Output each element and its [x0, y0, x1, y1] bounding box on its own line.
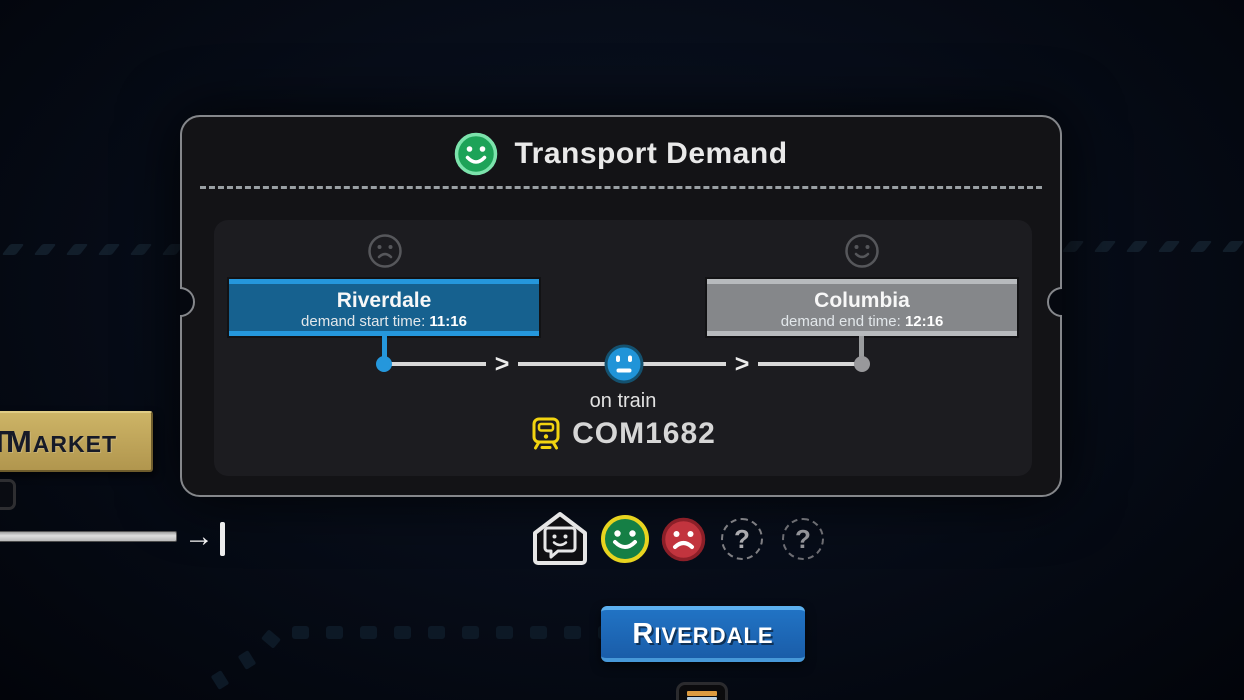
- map-track-dashes-right: [1061, 241, 1244, 252]
- destination-connector: [859, 336, 864, 360]
- track-dot: [360, 626, 377, 639]
- market-banner[interactable]: Market: [0, 411, 153, 472]
- station-banner-label: Riverdale: [632, 617, 774, 650]
- ticket-perforation: [200, 186, 1042, 189]
- arrow-right-icon: →: [184, 520, 214, 553]
- transport-demand-panel: Transport Demand Riverdale demand start …: [180, 115, 1062, 497]
- track-dot: [292, 626, 309, 639]
- happy-face-icon: [455, 132, 498, 176]
- ticket-notch-right: [1045, 287, 1062, 321]
- market-banner-label: Market: [5, 423, 118, 459]
- track-dot: [261, 629, 281, 649]
- happy-mood-button-icon[interactable]: [600, 514, 650, 564]
- track-dash: [97, 244, 121, 255]
- track-dot: [237, 650, 257, 670]
- origin-connector: [382, 336, 387, 360]
- ticket-notch-left: [180, 287, 197, 321]
- destination-time-label: demand end time: 12:16: [781, 313, 944, 330]
- track-dot: [326, 626, 343, 639]
- track-dot: [462, 626, 479, 639]
- track-dot: [428, 626, 445, 639]
- chevron-right-icon: >: [486, 348, 518, 380]
- station-message-icon[interactable]: [531, 510, 589, 568]
- track-dash: [1125, 241, 1149, 252]
- timeline-start-dot: [376, 356, 392, 372]
- timeline-end-marker: [220, 522, 225, 556]
- track-dash: [1061, 241, 1085, 252]
- track-dash: [33, 244, 57, 255]
- question-mark: ?: [734, 523, 750, 554]
- track-dash: [1189, 241, 1213, 252]
- destination-label-text: demand end time:: [780, 313, 905, 330]
- track-dot: [496, 626, 513, 639]
- depot-icon-line: [687, 697, 717, 700]
- map-track-dashes-left: [1, 244, 185, 255]
- track-dash: [1157, 241, 1181, 252]
- sad-mood-button-icon[interactable]: [661, 517, 706, 562]
- track-dash: [1093, 241, 1117, 252]
- destination-station-name: Columbia: [814, 289, 910, 312]
- track-dash: [1221, 241, 1244, 252]
- train-icon: [532, 417, 560, 450]
- track-dash: [1, 244, 25, 255]
- clipped-depot-icon: [676, 682, 728, 700]
- market-banner-clipped-letter: T: [0, 424, 9, 460]
- origin-station-name: Riverdale: [336, 289, 432, 312]
- track-dash: [129, 244, 153, 255]
- timeline-end-dot: [854, 356, 870, 372]
- origin-time-value: 11:16: [429, 313, 467, 330]
- track-dot: [210, 670, 230, 690]
- depot-icon-bar: [687, 691, 717, 696]
- origin-time-label: demand start time: 11:16: [301, 313, 467, 330]
- empty-slot-question-icon: ?: [782, 518, 824, 560]
- track-dot: [394, 626, 411, 639]
- on-train-label: on train: [589, 390, 657, 412]
- neutral-face-passenger-icon: [604, 344, 644, 384]
- demand-detail-card: Riverdale demand start time: 11:16 Colum…: [214, 220, 1032, 476]
- question-mark: ?: [795, 523, 811, 554]
- train-id-row: COM1682: [214, 417, 1032, 451]
- track-dot: [530, 626, 547, 639]
- timeline-progress-bar: [0, 531, 177, 542]
- chevron-right-icon: >: [726, 348, 758, 380]
- track-dot: [564, 626, 581, 639]
- empty-slot-question-icon: ?: [721, 518, 763, 560]
- happy-face-outline-icon: [845, 234, 879, 268]
- sad-face-outline-icon: [368, 234, 402, 268]
- destination-time-value: 12:16: [904, 313, 944, 330]
- destination-station-card[interactable]: Columbia demand end time: 12:16: [707, 279, 1017, 336]
- panel-title: Transport Demand: [514, 137, 788, 170]
- panel-header: Transport Demand: [182, 131, 1060, 177]
- station-banner-riverdale[interactable]: Riverdale: [601, 606, 805, 662]
- origin-label-text: demand start time:: [301, 313, 430, 330]
- clipped-panel-corner: [0, 479, 16, 510]
- track-dash: [65, 244, 89, 255]
- train-id: COM1682: [572, 417, 716, 450]
- origin-station-card[interactable]: Riverdale demand start time: 11:16: [229, 279, 539, 336]
